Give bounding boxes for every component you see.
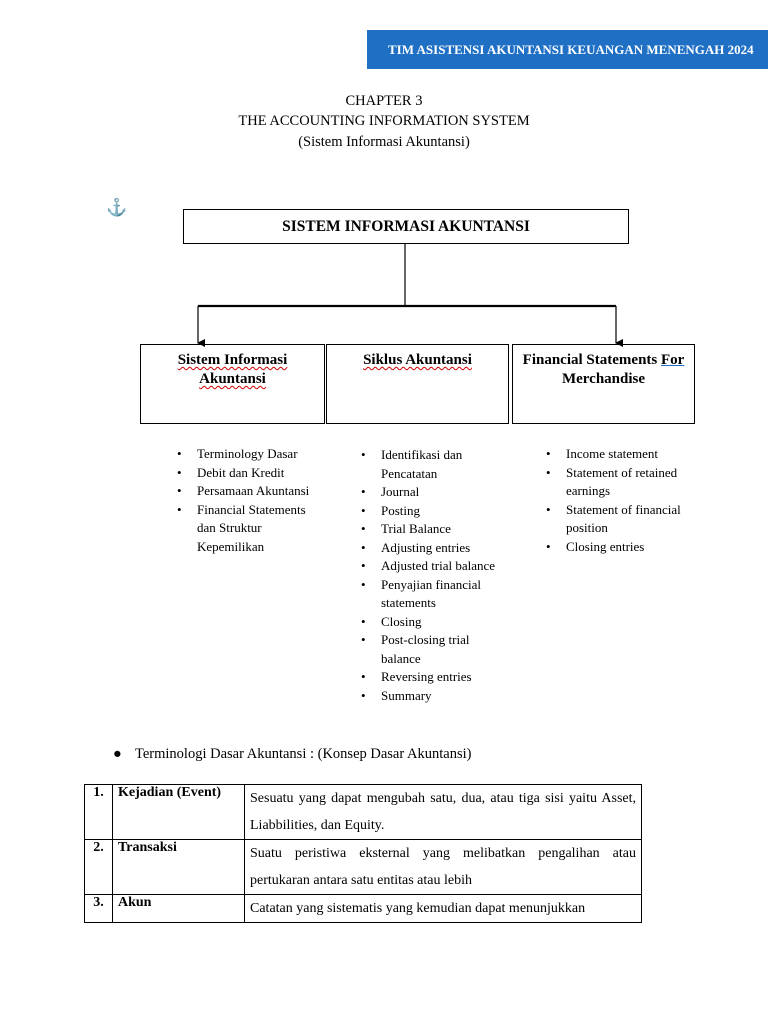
list-sistem-informasi: Terminology Dasar Debit dan Kredit Persa… [174, 445, 319, 556]
row-number: 2. [84, 839, 113, 895]
list-item: Financial Statements dan Struktur Kepemi… [174, 501, 319, 557]
list-item: Summary [358, 687, 498, 706]
diagram-box-sistem-informasi: Sistem Informasi Akuntansi [140, 344, 325, 424]
chapter-number: CHAPTER 3 [345, 93, 423, 109]
list-item: Trial Balance [358, 520, 498, 539]
header-banner: TIM ASISTENSI AKUNTANSI KEUANGAN MENENGA… [367, 30, 768, 69]
box3-line2: Merchandise [561, 371, 646, 387]
box3-line1b: For [661, 352, 685, 368]
list-financial-statements: Income statement Statement of retained e… [543, 445, 688, 556]
row-term: Transaksi [112, 839, 245, 895]
chapter-title: THE ACCOUNTING INFORMATION SYSTEM [238, 113, 530, 129]
list-item: Terminology Dasar [174, 445, 319, 464]
box3-line1a: Financial Statements [522, 352, 661, 368]
list-item: Persamaan Akuntansi [174, 482, 319, 501]
row-number: 1. [84, 784, 113, 840]
diagram-box-siklus-akuntansi: Siklus Akuntansi [326, 344, 509, 424]
list-item: Reversing entries [358, 668, 498, 687]
list-item: Post-closing trial balance [358, 631, 498, 668]
row-description: Sesuatu yang dapat mengubah satu, dua, a… [244, 784, 642, 840]
table-row: 2. Transaksi Suatu peristiwa eksternal y… [84, 839, 642, 895]
row-number: 3. [84, 894, 113, 923]
list-item: Penyajian financial statements [358, 576, 498, 613]
list-item: Statement of retained earnings [543, 464, 688, 501]
list-siklus-akuntansi: Identifikasi dan Pencatatan Journal Post… [358, 446, 498, 705]
list-item: Identifikasi dan Pencatatan [358, 446, 498, 483]
box1-line1: Sistem Informasi [177, 352, 288, 368]
list-item: Adjusting entries [358, 539, 498, 558]
list-item: Income statement [543, 445, 688, 464]
diagram-root-label: SISTEM INFORMASI AKUNTANSI [282, 218, 530, 235]
row-term: Kejadian (Event) [112, 784, 245, 840]
terminology-table: 1. Kejadian (Event) Sesuatu yang dapat m… [84, 784, 642, 923]
bullet-icon: ● [113, 746, 122, 762]
row-term: Akun [112, 894, 245, 923]
diagram-box-financial-statements: Financial Statements For Merchandise [512, 344, 695, 424]
list-item: Debit dan Kredit [174, 464, 319, 483]
table-row: 3. Akun Catatan yang sistematis yang kem… [84, 894, 642, 923]
list-item: Statement of financial position [543, 501, 688, 538]
list-item: Posting [358, 502, 498, 521]
list-item: Journal [358, 483, 498, 502]
box2-line1: Siklus Akuntansi [363, 352, 472, 368]
anchor-icon: ⚓ [106, 198, 128, 217]
row-description: Catatan yang sistematis yang kemudian da… [244, 894, 642, 923]
list-item: Adjusted trial balance [358, 557, 498, 576]
terminology-bullet-text: Terminologi Dasar Akuntansi : (Konsep Da… [135, 746, 472, 762]
box1-line2: Akuntansi [199, 371, 266, 387]
diagram-root-box: SISTEM INFORMASI AKUNTANSI [183, 209, 629, 244]
chapter-subtitle: (Sistem Informasi Akuntansi) [298, 134, 470, 150]
table-row: 1. Kejadian (Event) Sesuatu yang dapat m… [84, 784, 642, 840]
list-item: Closing [358, 613, 498, 632]
row-description: Suatu peristiwa eksternal yang melibatka… [244, 839, 642, 895]
list-item: Closing entries [543, 538, 688, 557]
